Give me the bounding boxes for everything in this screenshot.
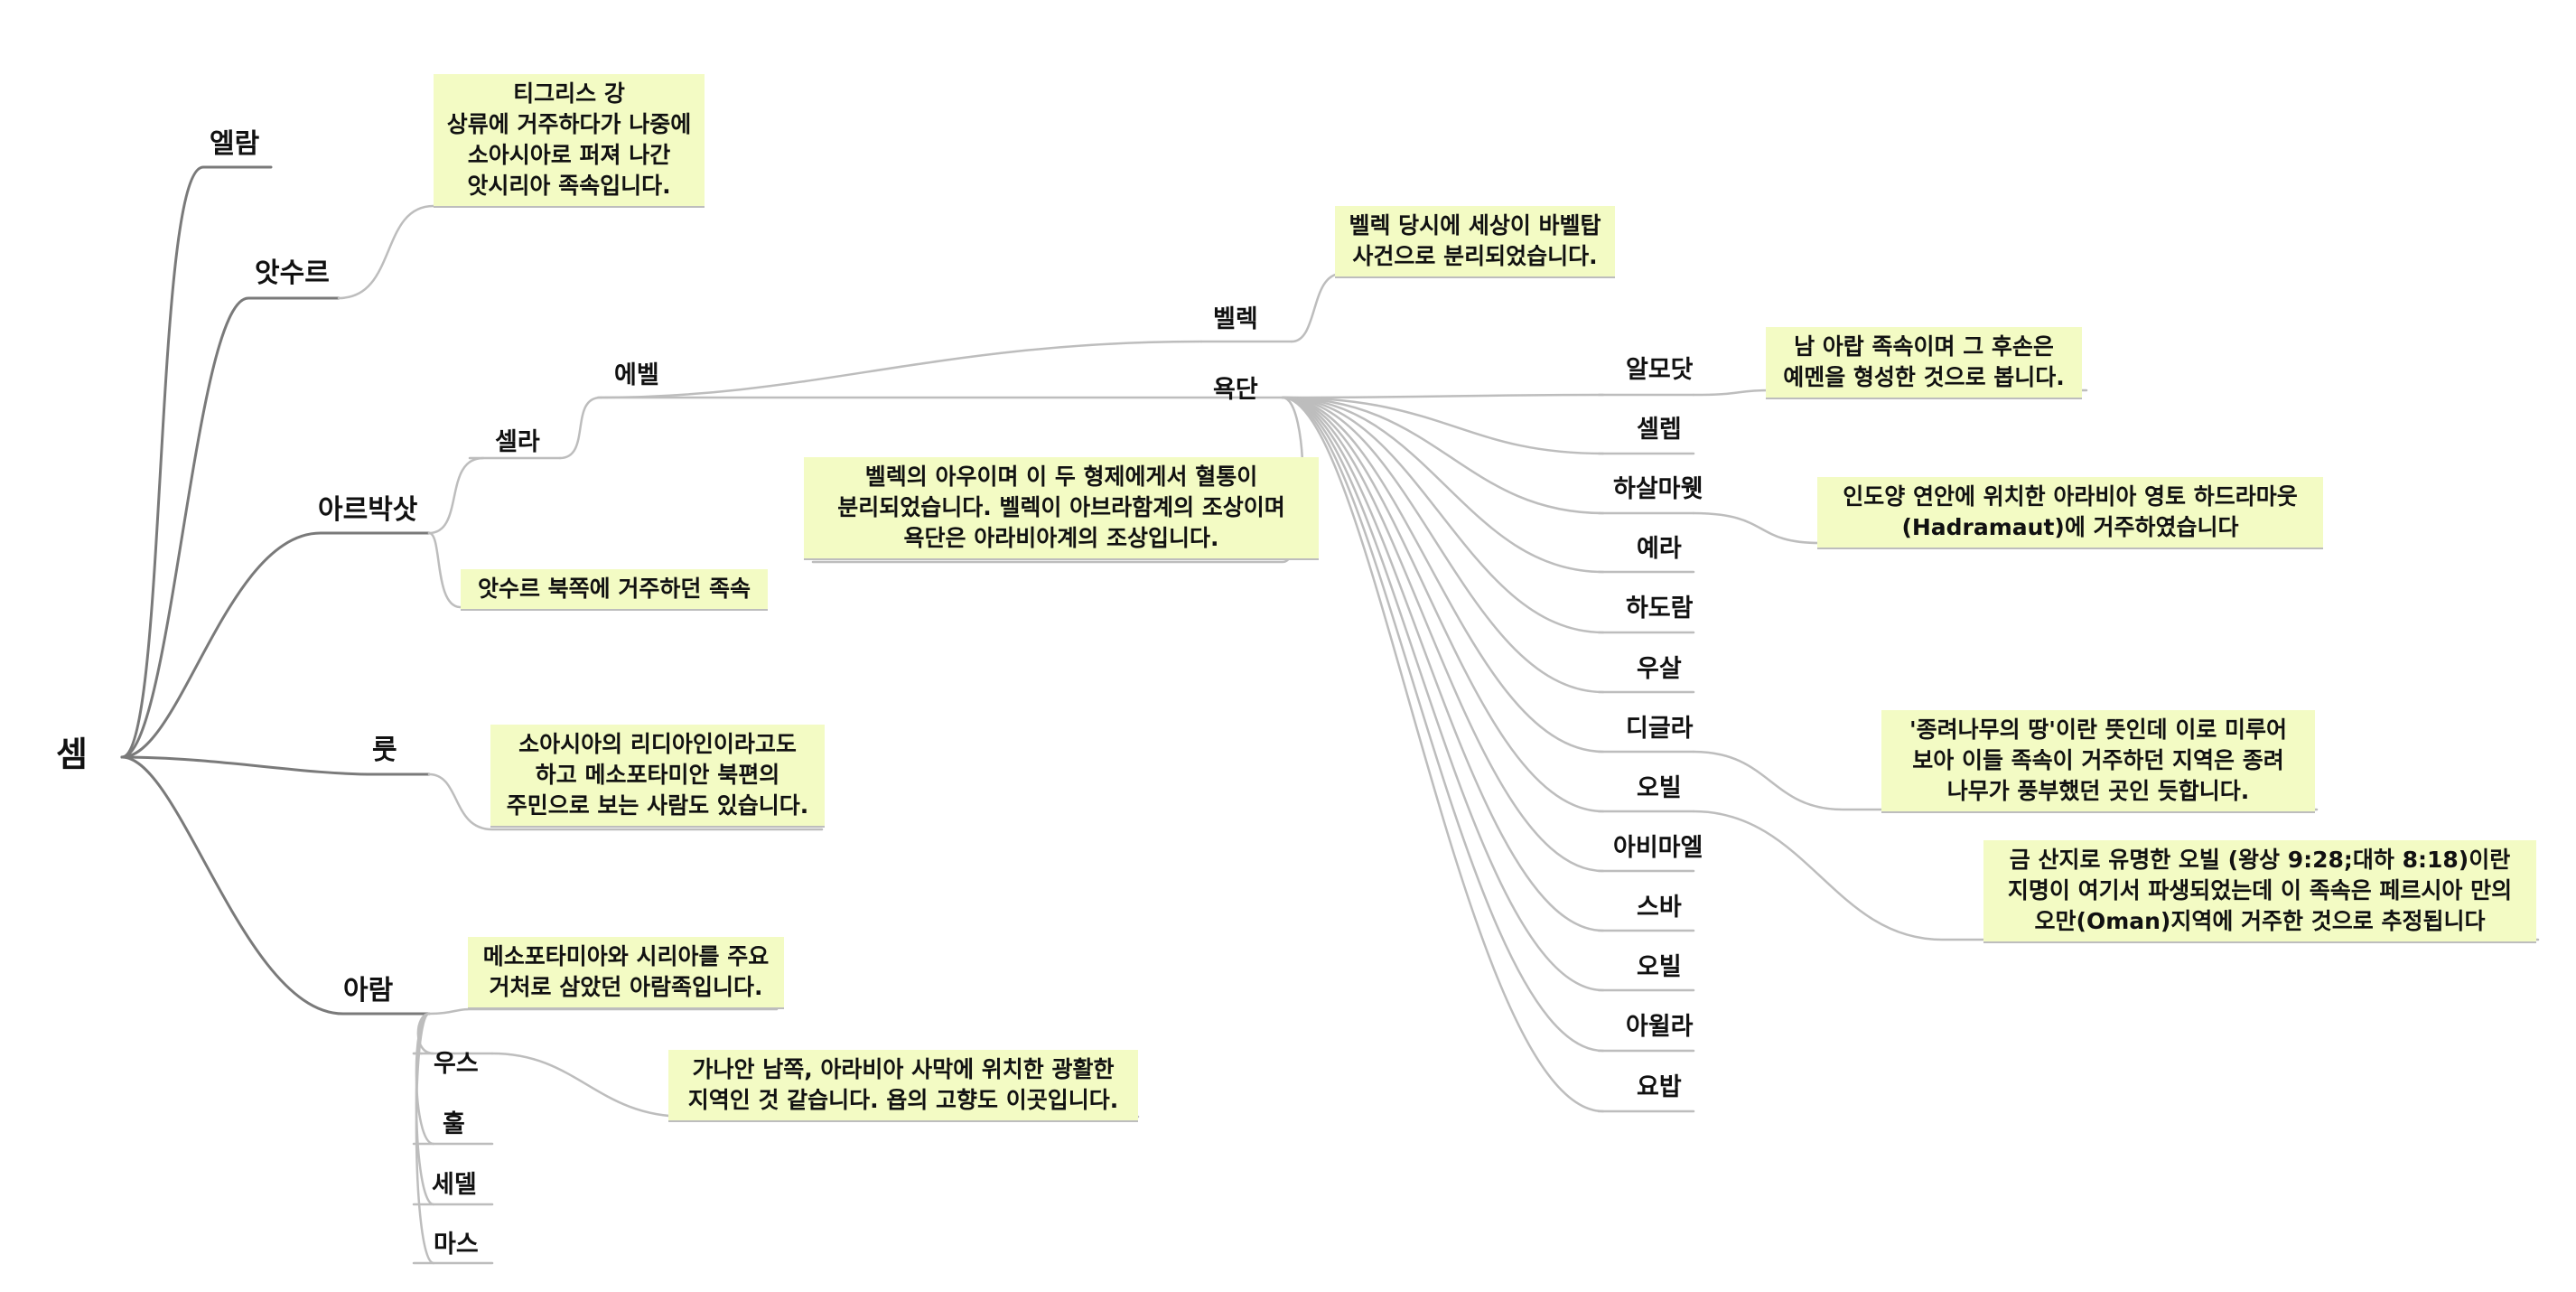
joktan-child-ophir[interactable]: 오빌 (1637, 953, 1682, 981)
note-uz: 가나안 남쪽, 아라비아 사막에 위치한 광활한 지역인 것 같습니다. 욥의 … (668, 1050, 1138, 1122)
son-asshur[interactable]: 앗수르 (255, 257, 330, 289)
note-lud: 소아시아의 리디아인이라고도 하고 메소포타미안 북편의 주민으로 보는 사람도… (490, 725, 825, 828)
son-arphaxad[interactable]: 아르박삿 (318, 494, 418, 526)
note-peleg: 벨렉 당시에 세상이 바벨탑 사건으로 분리되었습니다. (1335, 206, 1615, 278)
note-diklah: '종려나무의 땅'이란 뜻인데 이로 미루어 보아 이들 족속이 거주하던 지역… (1881, 710, 2315, 813)
node-eber[interactable]: 에벨 (614, 361, 659, 389)
aram-child-mash[interactable]: 마스 (434, 1231, 479, 1259)
root-branches (120, 165, 431, 1016)
note-ophir: 금 산지로 유명한 오빌 (왕상 9:28;대하 8:18)이란 지명이 여기서… (1983, 840, 2536, 943)
joktan-child-hazarmaveth[interactable]: 하살마웻 (1613, 475, 1703, 503)
joktan-child-hadoram[interactable]: 하도람 (1626, 595, 1694, 623)
aram-child-uz[interactable]: 우스 (434, 1050, 479, 1078)
son-elam[interactable]: 엘람 (210, 128, 260, 160)
son-lud[interactable]: 룻 (372, 735, 397, 766)
joktan-branches (1281, 389, 2540, 1113)
aram-child-gether[interactable]: 세델 (432, 1171, 477, 1199)
note-hazarmaveth: 인도양 연안에 위치한 아라비아 영토 하드라마웃 (Hadramaut)에 거… (1817, 477, 2323, 549)
node-shelah[interactable]: 셀라 (495, 428, 540, 456)
joktan-child-obal[interactable]: 오빌 (1637, 774, 1682, 802)
joktan-child-jerah[interactable]: 예라 (1637, 535, 1682, 563)
joktan-child-havilah[interactable]: 아윌라 (1626, 1013, 1694, 1041)
joktan-child-diklah[interactable]: 디글라 (1626, 715, 1694, 743)
joktan-child-sheleph[interactable]: 셀렙 (1637, 416, 1682, 444)
note-asshur: 티그리스 강 상류에 거주하다가 나중에 소아시아로 퍼져 나간 앗시리아 족속… (434, 74, 705, 208)
joktan-child-almodad[interactable]: 알모닷 (1626, 356, 1694, 384)
root-node-shem[interactable]: 셈 (56, 735, 88, 774)
joktan-child-uzal[interactable]: 우살 (1637, 655, 1682, 683)
name-underlines (412, 340, 1695, 1265)
note-eber: 벨렉의 아우이며 이 두 형제에게서 혈통이 분리되었습니다. 벨렉이 아브라함… (804, 457, 1319, 560)
node-peleg[interactable]: 벨렉 (1213, 305, 1258, 333)
aram-child-hul[interactable]: 훌 (443, 1110, 465, 1138)
son-aram[interactable]: 아람 (343, 975, 394, 1006)
joktan-child-jobab[interactable]: 요밥 (1637, 1073, 1682, 1101)
note-arphaxad: 앗수르 북쪽에 거주하던 족속 (461, 569, 768, 611)
note-almodad: 남 아랍 족속이며 그 후손은 예멘을 형성한 것으로 봅니다. (1766, 327, 2082, 399)
joktan-child-abimael[interactable]: 아비마엘 (1613, 834, 1703, 862)
node-joktan[interactable]: 욕단 (1213, 376, 1258, 404)
joktan-child-sheba[interactable]: 스바 (1637, 894, 1682, 922)
note-aram: 메소포타미아와 시리아를 주요 거처로 삼았던 아람족입니다. (468, 937, 784, 1009)
